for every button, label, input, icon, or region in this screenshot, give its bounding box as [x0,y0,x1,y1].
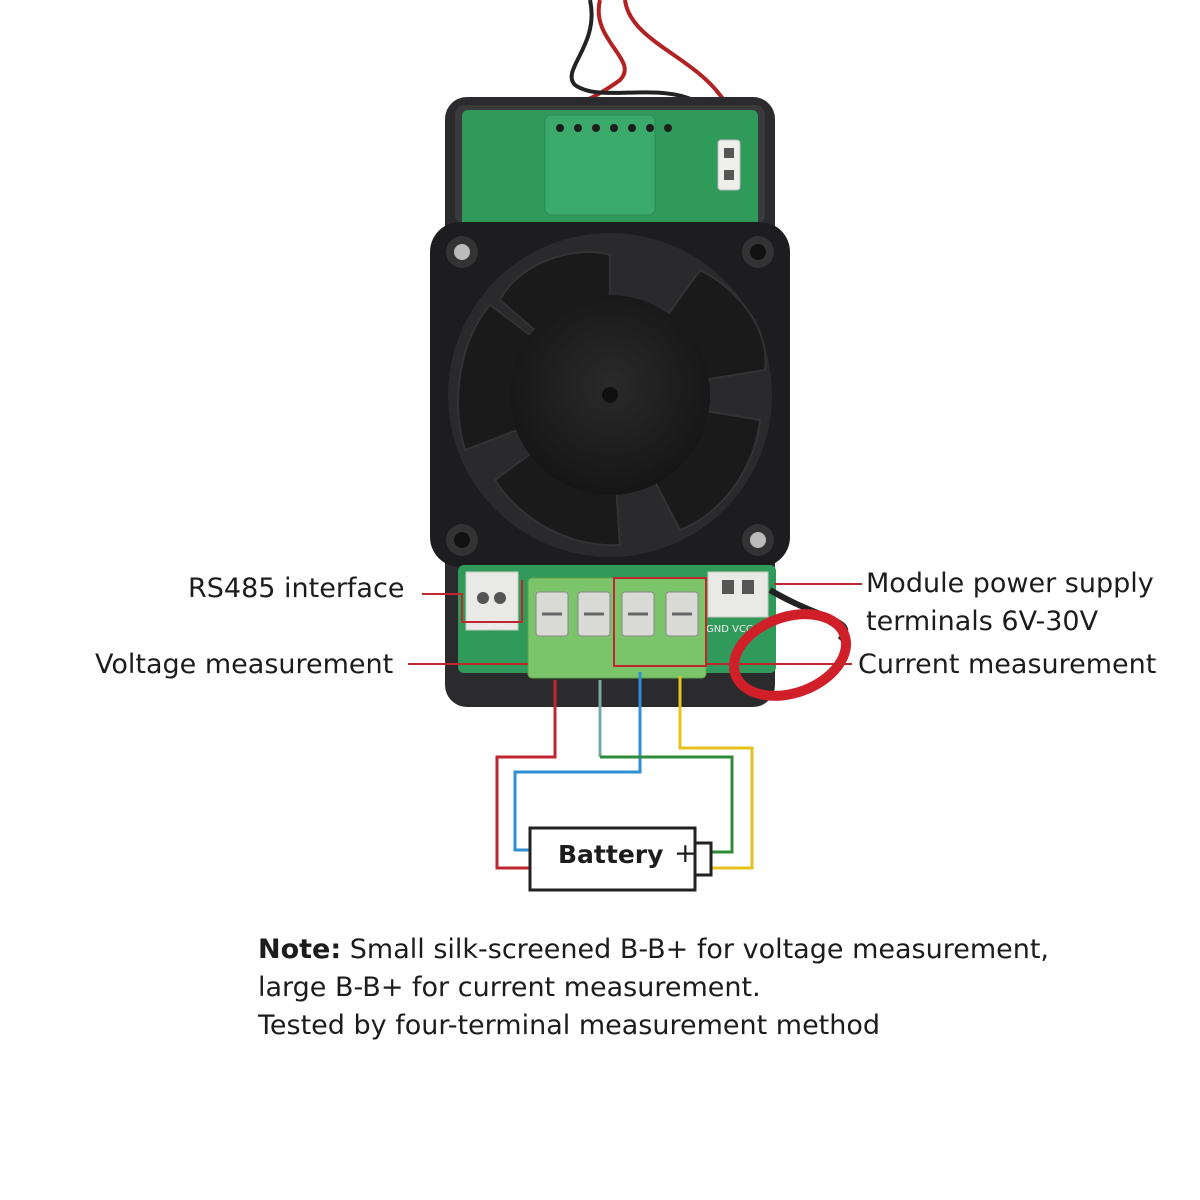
note-text: Note: Small silk-screened B-B+ for volta… [258,931,1158,1045]
note-prefix: Note: [258,934,342,965]
module-power-supply-line2: terminals 6V-30V [866,606,1099,637]
note-line-2: large B-B+ for current measurement. [258,972,761,1003]
note-line-1: Note: Small silk-screened B-B+ for volta… [258,931,1158,969]
current-measurement-label: Current measurement [858,649,1157,680]
battery-label: Battery [558,840,664,869]
battery-wiring [495,672,754,870]
note-line-3: Tested by four-terminal measurement meth… [258,1010,881,1041]
top-pcb [462,110,758,228]
rs485-interface-label: RS485 interface [188,573,405,604]
module-power-supply-label: Module power supply terminals 6V-30V [866,565,1154,641]
voltage-measurement-label: Voltage measurement [95,649,394,680]
note-line-1-text: Small silk-screened B-B+ for voltage mea… [341,934,1050,965]
battery-icon [528,826,713,892]
current-sense-wire-coil [728,587,852,701]
cooling-fan-icon [430,222,790,567]
module-power-supply-line1: Module power supply [866,568,1154,599]
power-pin-label: GND VCC [706,624,753,635]
battery-plus-sign: + [674,838,697,869]
terminal-block [527,577,707,679]
callout-lines [408,577,862,667]
rs485-pin-label: B A [487,620,504,631]
